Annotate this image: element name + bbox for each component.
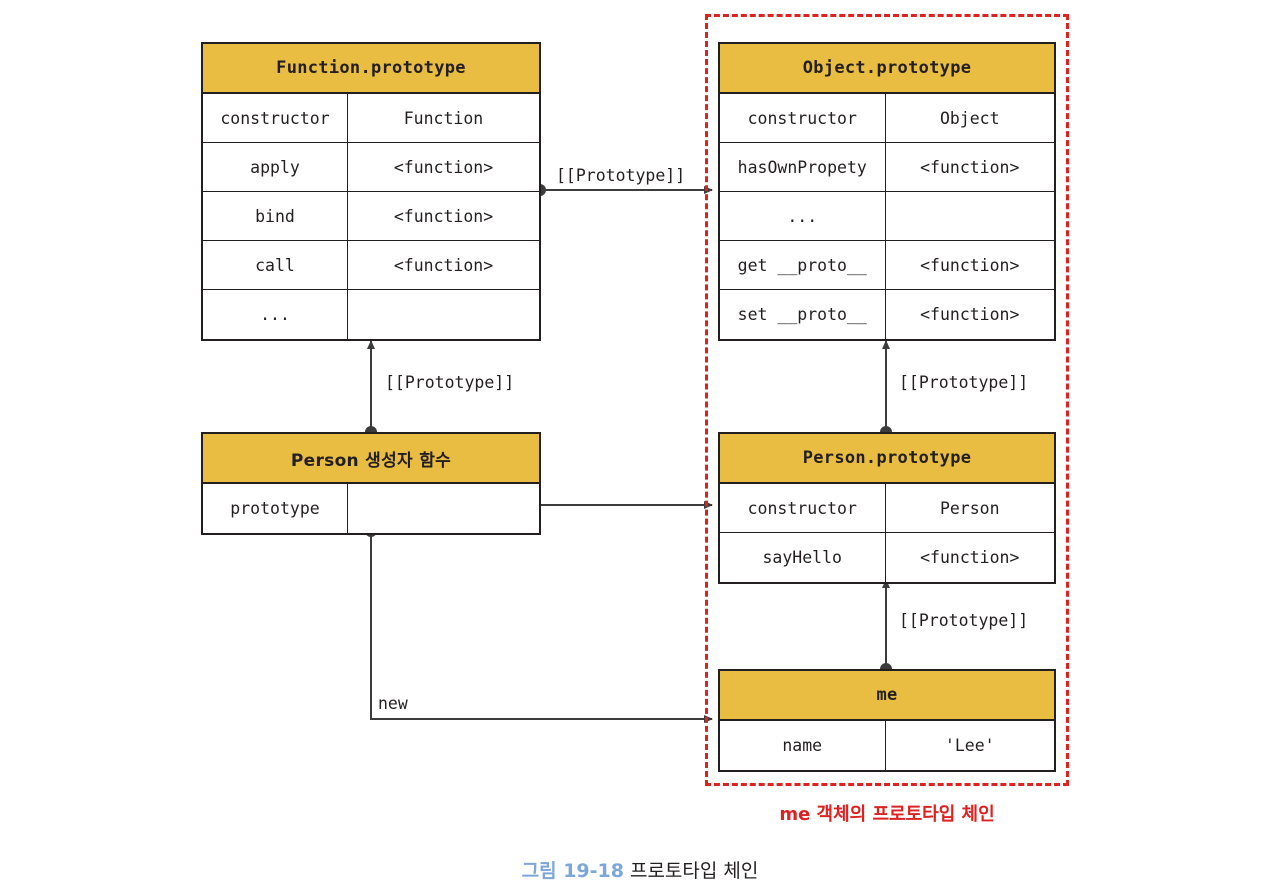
box-function-prototype: Function.prototype constructor Function …: [201, 42, 541, 341]
table-row: hasOwnPropety <function>: [720, 143, 1054, 192]
table-row: apply <function>: [203, 143, 539, 192]
prototype-chain-region: [705, 14, 1069, 786]
table-row: ...: [720, 192, 1054, 241]
property-key: name: [720, 721, 886, 770]
property-key: call: [203, 241, 348, 289]
table-row: call <function>: [203, 241, 539, 290]
table-row: sayHello <function>: [720, 533, 1054, 582]
edge-function-prototype-to-object-prototype: [534, 184, 713, 196]
table-row: name 'Lee': [720, 721, 1054, 770]
property-value: Object: [939, 108, 1000, 128]
box-title-object-prototype: Object.prototype: [720, 44, 1054, 94]
box-title-person-prototype: Person.prototype: [720, 434, 1054, 484]
property-key: constructor: [720, 484, 886, 532]
property-key: prototype: [203, 484, 348, 533]
property-value: <function>: [920, 305, 1020, 324]
table-row: set __proto__ <function>: [720, 290, 1054, 339]
property-value: <function>: [920, 157, 1020, 177]
property-value: <function>: [393, 157, 494, 177]
table-row: constructor Object: [720, 94, 1054, 143]
box-me-object: me name 'Lee': [718, 669, 1056, 772]
table-row: ...: [203, 290, 539, 339]
property-key: constructor: [720, 94, 886, 142]
prototype-chain-caption: me 객체의 프로토타입 체인: [779, 804, 995, 825]
box-title-person-constructor: Person 생성자 함수: [203, 434, 539, 484]
edge-label-new: new: [378, 694, 408, 713]
figure-number: 그림 19-18: [521, 860, 624, 882]
property-key: set __proto__: [720, 290, 886, 339]
box-object-prototype: Object.prototype constructor Object hasO…: [718, 42, 1056, 341]
edge-label-person-constructor-to-function: [[Prototype]]: [385, 373, 515, 392]
property-key: ...: [203, 290, 348, 339]
edge-person-constructor-to-function-prototype: [365, 340, 377, 438]
table-row: prototype: [203, 484, 539, 533]
property-key: get __proto__: [720, 241, 886, 289]
property-value: Person: [939, 498, 1000, 518]
property-value: <function>: [393, 206, 494, 226]
property-value: [886, 192, 1055, 240]
edge-label-function-to-object: [[Prototype]]: [556, 166, 686, 185]
property-value: [348, 290, 539, 339]
property-key: constructor: [203, 94, 348, 142]
table-row: bind <function>: [203, 192, 539, 241]
property-value: 'Lee': [944, 736, 995, 755]
box-person-prototype: Person.prototype constructor Person sayH…: [718, 432, 1056, 584]
property-value: [348, 484, 539, 533]
edge-label-me-to-person-prototype: [[Prototype]]: [899, 611, 1029, 630]
property-value: <function>: [393, 255, 494, 275]
property-key: apply: [203, 143, 348, 191]
edge-new-person-to-me: [365, 525, 713, 723]
edge-label-person-prototype-to-object: [[Prototype]]: [899, 373, 1029, 392]
box-title-me-object: me: [720, 671, 1054, 721]
property-value: Function: [403, 108, 484, 128]
property-value: <function>: [920, 255, 1020, 275]
table-row: get __proto__ <function>: [720, 241, 1054, 290]
property-key: ...: [720, 192, 886, 240]
box-person-constructor: Person 생성자 함수 prototype: [201, 432, 541, 535]
figure-title: 프로토타입 체인: [629, 860, 759, 882]
property-key: sayHello: [720, 533, 886, 582]
property-value: <function>: [920, 548, 1020, 567]
box-title-function-prototype: Function.prototype: [203, 44, 539, 94]
table-row: constructor Person: [720, 484, 1054, 533]
table-row: constructor Function: [203, 94, 539, 143]
property-key: bind: [203, 192, 348, 240]
property-key: hasOwnPropety: [720, 143, 886, 191]
